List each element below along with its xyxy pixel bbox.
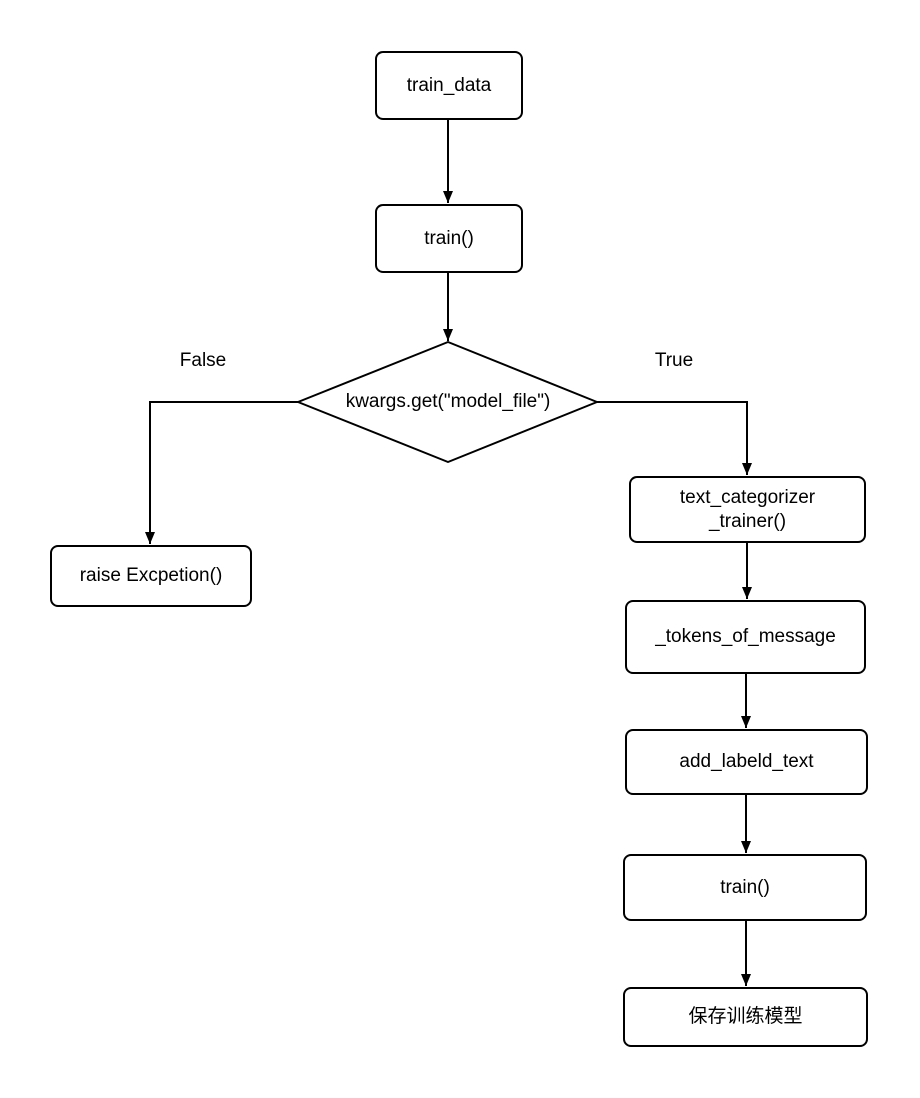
node-tokens-of-message: _tokens_of_message [625,600,866,674]
node-add-labeld-text: add_labeld_text [625,729,868,795]
node-train-call-1: train() [375,204,523,273]
node-raise-exception: raise Excpetion() [50,545,252,607]
node-text-categorizer-trainer: text_categorizer _trainer() [629,476,866,543]
edge-label-true: True [654,350,694,371]
node-train-data: train_data [375,51,523,120]
decision-diamond [297,341,598,463]
edge-false-branch [145,401,298,544]
node-train-call-2: train() [623,854,867,921]
decision-label: kwargs.get("model_file") [345,391,551,412]
node-save-trained-model: 保存训练模型 [623,987,868,1047]
edge-label-false: False [179,350,227,371]
edge-true-branch [597,401,752,475]
